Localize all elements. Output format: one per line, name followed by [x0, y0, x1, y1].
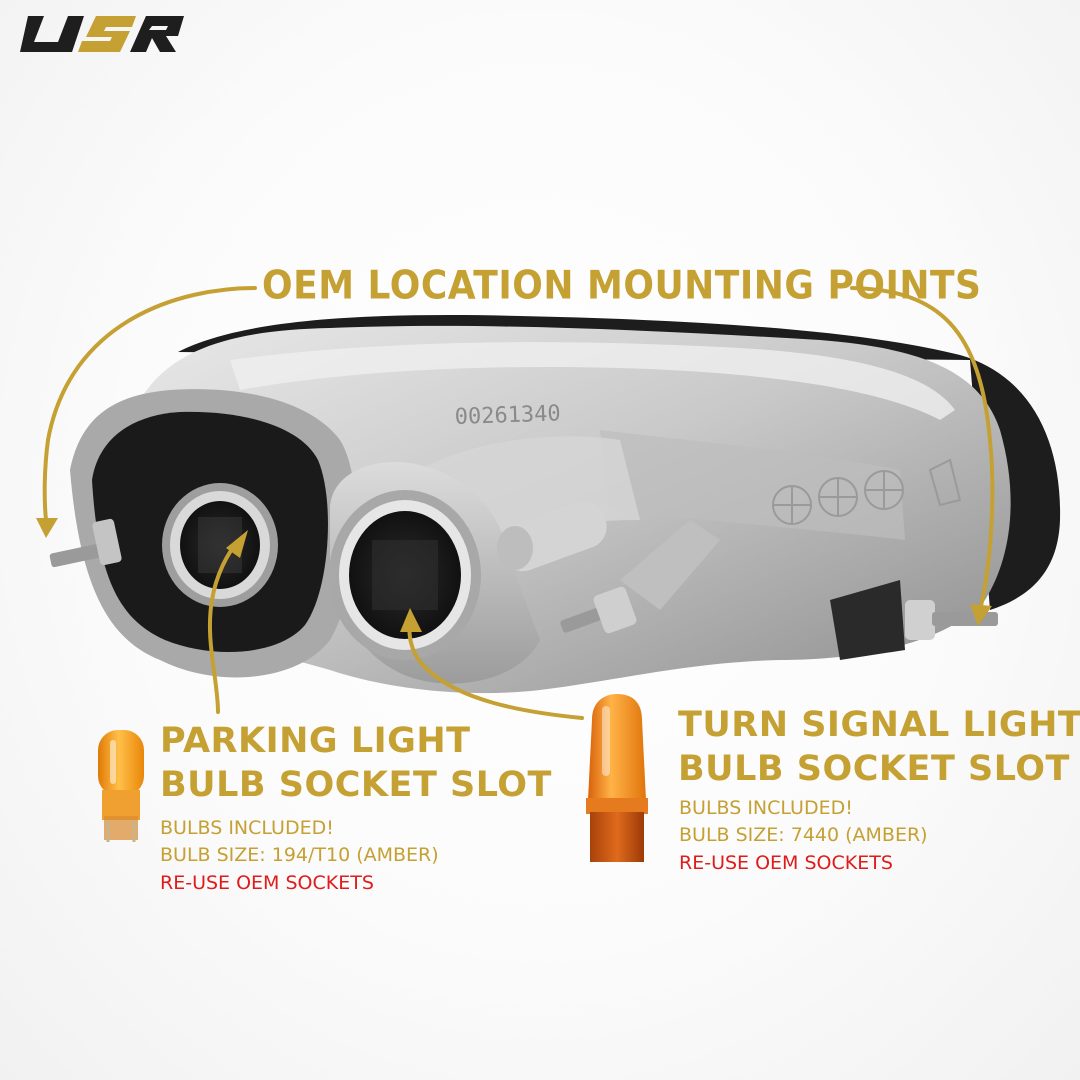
- date-code-markings: [772, 458, 962, 525]
- left-mounting-stud: [49, 518, 122, 568]
- mounting-points-arrows: [42, 286, 995, 612]
- parking-bulb-size: BULB SIZE: 194/T10 (AMBER): [160, 844, 439, 866]
- parking-light-socket: [162, 483, 278, 607]
- center-mounting-stud: [560, 586, 637, 634]
- parking-title-line1: PARKING LIGHT: [160, 721, 471, 761]
- turn-reuse-sockets: RE-USE OEM SOCKETS: [679, 852, 893, 874]
- right-mounting-stud: [905, 600, 998, 640]
- parking-bulb-image: [98, 730, 144, 842]
- mounting-points-headline: OEM LOCATION MOUNTING POINTS: [262, 264, 982, 309]
- socket-arrow-heads: [226, 530, 422, 632]
- turn-title-line1: TURN SIGNAL LIGHT: [678, 705, 1080, 745]
- turn-signal-light-socket: [329, 490, 481, 660]
- mounting-arrow-heads: [36, 518, 992, 626]
- parking-reuse-sockets: RE-USE OEM SOCKETS: [160, 872, 374, 894]
- parking-title-line2: BULB SOCKET SLOT: [160, 765, 552, 805]
- socket-arrows: [207, 540, 584, 720]
- housing-boss: [497, 500, 607, 572]
- turn-bulb-size: BULB SIZE: 7440 (AMBER): [679, 824, 928, 846]
- parking-bulbs-included: BULBS INCLUDED!: [160, 817, 334, 839]
- housing-stamp: 00261340: [454, 401, 561, 430]
- turn-signal-bulb-image: [586, 694, 648, 862]
- usr-logo: [20, 16, 184, 52]
- turn-bulbs-included: BULBS INCLUDED!: [679, 797, 853, 819]
- turn-title-line2: BULB SOCKET SLOT: [678, 749, 1070, 789]
